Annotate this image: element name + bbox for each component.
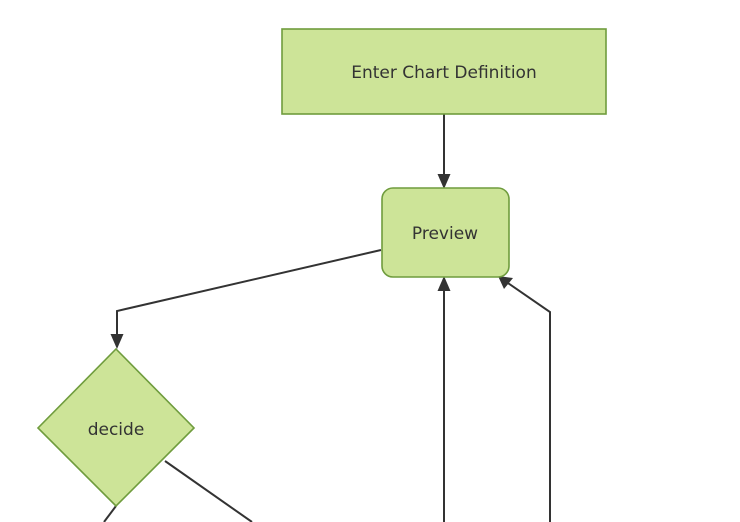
edge-enter-to-preview <box>437 113 451 189</box>
edge-preview-to-decide <box>110 249 382 349</box>
edge-bottom-center-to-preview-arrowhead <box>437 276 451 291</box>
node-preview-shape[interactable] <box>381 187 510 278</box>
node-decide[interactable]: decide <box>36 347 196 508</box>
edge-decide-down-right-line <box>164 460 253 522</box>
node-preview[interactable]: Preview <box>381 187 510 278</box>
edge-preview-to-decide-line <box>116 249 382 340</box>
edge-bottom-right-to-preview-arrowhead <box>498 276 513 289</box>
node-enter-chart-definition-shape[interactable] <box>281 28 607 115</box>
edge-decide-down-right <box>164 460 253 522</box>
edge-enter-to-preview-arrowhead <box>437 174 451 189</box>
edge-preview-to-decide-arrowhead <box>110 334 124 349</box>
edge-decide-down-left <box>103 505 117 522</box>
edge-bottom-center-to-preview <box>437 276 451 522</box>
edge-decide-down-left-line <box>103 505 117 522</box>
node-enter-chart-definition[interactable]: Enter Chart Definition <box>281 28 607 115</box>
node-decide-shape[interactable] <box>36 347 196 508</box>
edge-bottom-right-to-preview-line <box>504 280 551 522</box>
edge-bottom-right-to-preview <box>498 276 551 522</box>
